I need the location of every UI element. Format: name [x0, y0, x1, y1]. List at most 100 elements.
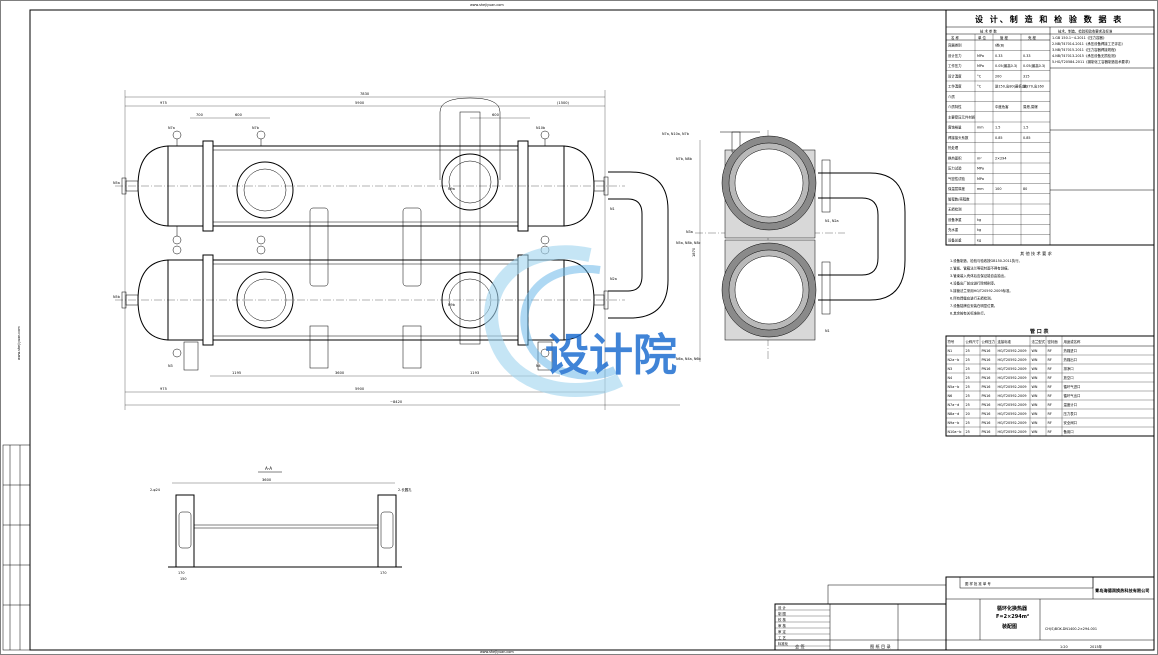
section-title: A-A — [265, 466, 272, 471]
nozzle-cell: PN16 — [982, 358, 991, 362]
tech-req-item: 8.其余按有关标准执行。 — [950, 311, 987, 316]
data-row-name: 工作压力 — [948, 63, 962, 68]
title-block: 图 样 批 准 单 号 青岛海德润换热科技有限公司 设 计制 图校 核审 核审 … — [774, 576, 1155, 651]
svg-text:3600: 3600 — [335, 371, 345, 375]
svg-text:N3: N3 — [168, 364, 173, 368]
nozzle-cell: HG/T20592-2009 — [998, 367, 1027, 371]
title-row-label: 工 艺 — [778, 635, 786, 640]
svg-text:2-长圆孔: 2-长圆孔 — [398, 487, 412, 492]
nozzle-cell: WN — [1032, 403, 1038, 407]
nozzle-cell: 循环气出口 — [1064, 393, 1081, 398]
svg-text:170: 170 — [178, 571, 184, 575]
nozzle-cell: 25 — [966, 376, 970, 380]
svg-text:4.NB/T47013-2015《承压设备无损检测》: 4.NB/T47013-2015《承压设备无损检测》 — [1052, 53, 1118, 58]
nozzle-cell: HG/T20592-2009 — [998, 403, 1027, 407]
tech-req-item: 3.管束装入壳体后应保证能自由抽出。 — [950, 273, 1007, 278]
nozzle-cell: 25 — [966, 421, 970, 425]
nozzle-cell: RF — [1048, 421, 1052, 425]
title-row-label: 审 定 — [778, 629, 786, 634]
nozzle-cell: N9a~b — [948, 421, 960, 425]
nozzle-cell: 备用口 — [1064, 429, 1074, 434]
drawing-number: CH(S)BOX-DN1400-2×294-001 — [1045, 627, 1097, 631]
nozzle-table-title: 管 口 表 — [1030, 328, 1049, 335]
nozzle-cell: RF — [1048, 367, 1052, 371]
svg-text:1870: 1870 — [692, 247, 696, 257]
nozzle-cell: 25 — [966, 385, 970, 389]
nozzle-cell: N10a~b — [948, 430, 962, 434]
tech-req-item: 7.设备铭牌应安装在明显位置。 — [950, 303, 997, 308]
data-row-unit: kg — [977, 228, 981, 232]
inner-frame — [29, 9, 1155, 651]
svg-text:3.NB/T47015-2011《压力容器焊接规程》: 3.NB/T47015-2011《压力容器焊接规程》 — [1052, 47, 1118, 52]
svg-text:600: 600 — [235, 113, 243, 117]
svg-text:1.GB 150.1~4-2011《压力容器》: 1.GB 150.1~4-2011《压力容器》 — [1052, 35, 1106, 40]
data-row-unit: °C — [977, 85, 982, 89]
nozzle-header: 公称尺寸 — [966, 339, 980, 344]
svg-text:N2a: N2a — [610, 277, 617, 281]
data-row-name: 介质 — [948, 94, 955, 99]
svg-text:2-φ24: 2-φ24 — [150, 488, 160, 492]
data-row-tube: Ⅰ类(B) — [995, 43, 1005, 48]
nozzle-cell: HG/T20592-2009 — [998, 385, 1027, 389]
svg-text:N7b: N7b — [252, 126, 259, 130]
data-row-name: 工作温度 — [948, 84, 962, 89]
main-view: 7830 975 5900 (1500) 975 5900 ~8420 1195… — [113, 90, 680, 410]
svg-text:700: 700 — [196, 113, 204, 117]
nozzle-cell: 安全阀口 — [1064, 420, 1078, 425]
svg-text:5900: 5900 — [355, 387, 365, 391]
nozzle-header: 公称压力 — [982, 339, 996, 344]
nozzle-cell: 25 — [966, 394, 970, 398]
section-a-a: A-A 3600 2-φ24 2-长圆孔 170 150 170 — [150, 466, 412, 581]
nozzle-cell: RF — [1048, 349, 1052, 353]
svg-text:技术、制造、检验和验收要求及标准: 技术、制造、检验和验收要求及标准 — [1058, 29, 1113, 34]
data-row-name: 管程数/壳程数 — [948, 196, 970, 201]
nozzle-cell: WN — [1032, 358, 1038, 362]
data-row-name: 主要受压元件材质 — [948, 114, 976, 119]
svg-text:600: 600 — [492, 113, 500, 117]
data-row-tube: 中度危害 — [995, 104, 1009, 109]
binding-strip — [2, 444, 31, 651]
data-row-name: 容器类别 — [948, 43, 962, 48]
data-row-shell: 易燃,易爆 — [1023, 104, 1038, 109]
nozzle-cell: WN — [1032, 376, 1038, 380]
nozzle-cell: RF — [1048, 403, 1052, 407]
nozzle-cell: WN — [1032, 367, 1038, 371]
data-row-shell: 80 — [1023, 187, 1027, 191]
svg-text:1193: 1193 — [470, 371, 479, 375]
data-row-unit: MPa — [977, 167, 984, 171]
drawing-name-2: F=2×294m² — [996, 614, 1029, 620]
svg-text:150: 150 — [180, 577, 186, 581]
data-row-unit: kg — [977, 218, 981, 222]
data-row-name: 换热面积 — [948, 155, 962, 160]
svg-text:N4: N4 — [536, 364, 541, 368]
nozzle-header: 用途或名称 — [1064, 339, 1082, 344]
design-data-table: 设 计、制 造 和 检 验 数 据 表 技 术 参 数 技术、制造、检验和验收要… — [945, 9, 1155, 246]
svg-text:975: 975 — [160, 101, 167, 105]
nozzle-header: 法兰型式 — [1032, 339, 1046, 344]
dim-overall: 7830 — [360, 92, 370, 96]
data-row-tube: 100 — [995, 187, 1001, 191]
nozzle-header: 密封面 — [1048, 339, 1059, 344]
tech-req-item: 6.所有焊缝应进行无损检测。 — [950, 296, 994, 301]
data-table-title: 设 计、制 造 和 检 验 数 据 表 — [975, 14, 1123, 24]
svg-text:N10b: N10b — [536, 126, 545, 130]
svg-text:N5a, N8b, N8c: N5a, N8b, N8c — [676, 241, 701, 245]
svg-text:N9a: N9a — [448, 187, 455, 191]
data-row-unit: MPa — [977, 54, 984, 58]
nozzle-cell: N1 — [948, 349, 953, 353]
data-row-name: 介质特性 — [948, 104, 962, 109]
nozzle-cell: 25 — [966, 403, 970, 407]
data-row-shell: 0.85 — [1023, 136, 1031, 140]
tech-req-item: 4.设备出厂前应进行除锈刷漆。 — [950, 281, 997, 286]
nozzle-cell: RF — [1048, 394, 1052, 398]
svg-text:5.HG/T20584-2011《钢制化工容器制造技术要求》: 5.HG/T20584-2011《钢制化工容器制造技术要求》 — [1052, 59, 1132, 64]
tech-requirements: 其 他 技 术 要 求 1.设备制造、检验与验收按GB150-2011执行。2.… — [950, 250, 1053, 316]
nozzle-cell: N3 — [948, 367, 953, 371]
data-row-tube: 进150,出80(最低20) — [995, 84, 1028, 89]
svg-text:N1: N1 — [610, 207, 615, 211]
svg-text:N7a, N10a, N7b: N7a, N10a, N7b — [662, 132, 689, 136]
nozzle-cell: 放空口 — [1064, 375, 1074, 380]
title-row-label: 设 计 — [778, 605, 786, 610]
data-row-unit: MPa — [977, 177, 984, 181]
